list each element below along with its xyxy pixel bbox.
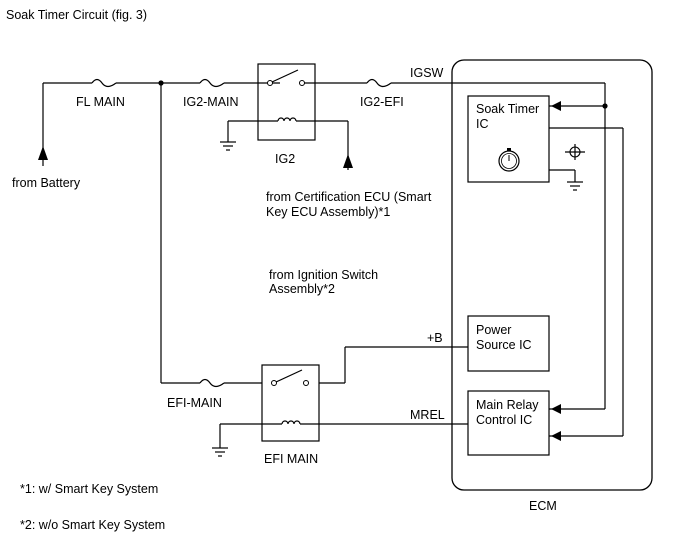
sensor-icon [565, 144, 585, 160]
arrow-icon [551, 101, 561, 111]
power-source-line2: Source IC [476, 338, 532, 352]
ecm-label: ECM [529, 499, 557, 513]
relay-switch-icon [271, 369, 309, 386]
ig2-relay [257, 63, 316, 141]
fl-main-label: FL MAIN [76, 95, 125, 109]
arrow-icon [551, 404, 561, 414]
fuse-icon [366, 78, 392, 88]
ecm-box [451, 59, 653, 491]
soak-timer-line2: IC [476, 117, 489, 131]
soak-timer-ic [467, 95, 550, 183]
fuse-icon [199, 378, 225, 388]
main-relay-line1: Main Relay [476, 398, 539, 412]
from-cert-ecu-line2: Key ECU Assembly)*1 [266, 205, 390, 219]
efi-main-fuse-label: EFI-MAIN [167, 396, 222, 410]
ground-icon [212, 447, 228, 457]
ig2-efi-label: IG2-EFI [360, 95, 404, 109]
wiring-top [42, 82, 606, 409]
power-source-ic [467, 315, 550, 372]
plus-b-label: +B [427, 331, 443, 345]
main-relay-line2: Control IC [476, 413, 532, 427]
relay-coil-icon [262, 420, 319, 425]
arrow-icon [38, 146, 48, 160]
fuse-icon [199, 78, 225, 88]
efi-main-relay-label: EFI MAIN [264, 452, 318, 466]
relay-coil-icon [258, 117, 315, 122]
igsw-label: IGSW [410, 66, 444, 80]
main-relay-control-ic [467, 390, 550, 456]
timer-icon [498, 148, 520, 172]
footnote-2: *2: w/o Smart Key System [20, 518, 165, 532]
from-ign-switch-line2: Assembly*2 [269, 282, 335, 296]
ground-icon [567, 181, 583, 191]
efi-main-relay [261, 364, 320, 442]
junction-dot [158, 80, 164, 86]
from-battery-label: from Battery [12, 176, 81, 190]
ground-icon [220, 141, 236, 151]
arrow-icon [343, 154, 353, 168]
ig2-main-label: IG2-MAIN [183, 95, 239, 109]
from-cert-ecu-line1: from Certification ECU (Smart [266, 190, 432, 204]
from-ign-switch-line1: from Ignition Switch [269, 268, 378, 282]
fuse-icon [91, 78, 117, 88]
footnote-1: *1: w/ Smart Key System [20, 482, 158, 496]
arrow-icon [551, 431, 561, 441]
soak-timer-line1: Soak Timer [476, 102, 539, 116]
ig2-relay-label: IG2 [275, 152, 295, 166]
mrel-label: MREL [410, 408, 445, 422]
power-source-line1: Power [476, 323, 511, 337]
relay-switch-icon [267, 69, 305, 86]
diagram-title: Soak Timer Circuit (fig. 3) [6, 8, 147, 22]
